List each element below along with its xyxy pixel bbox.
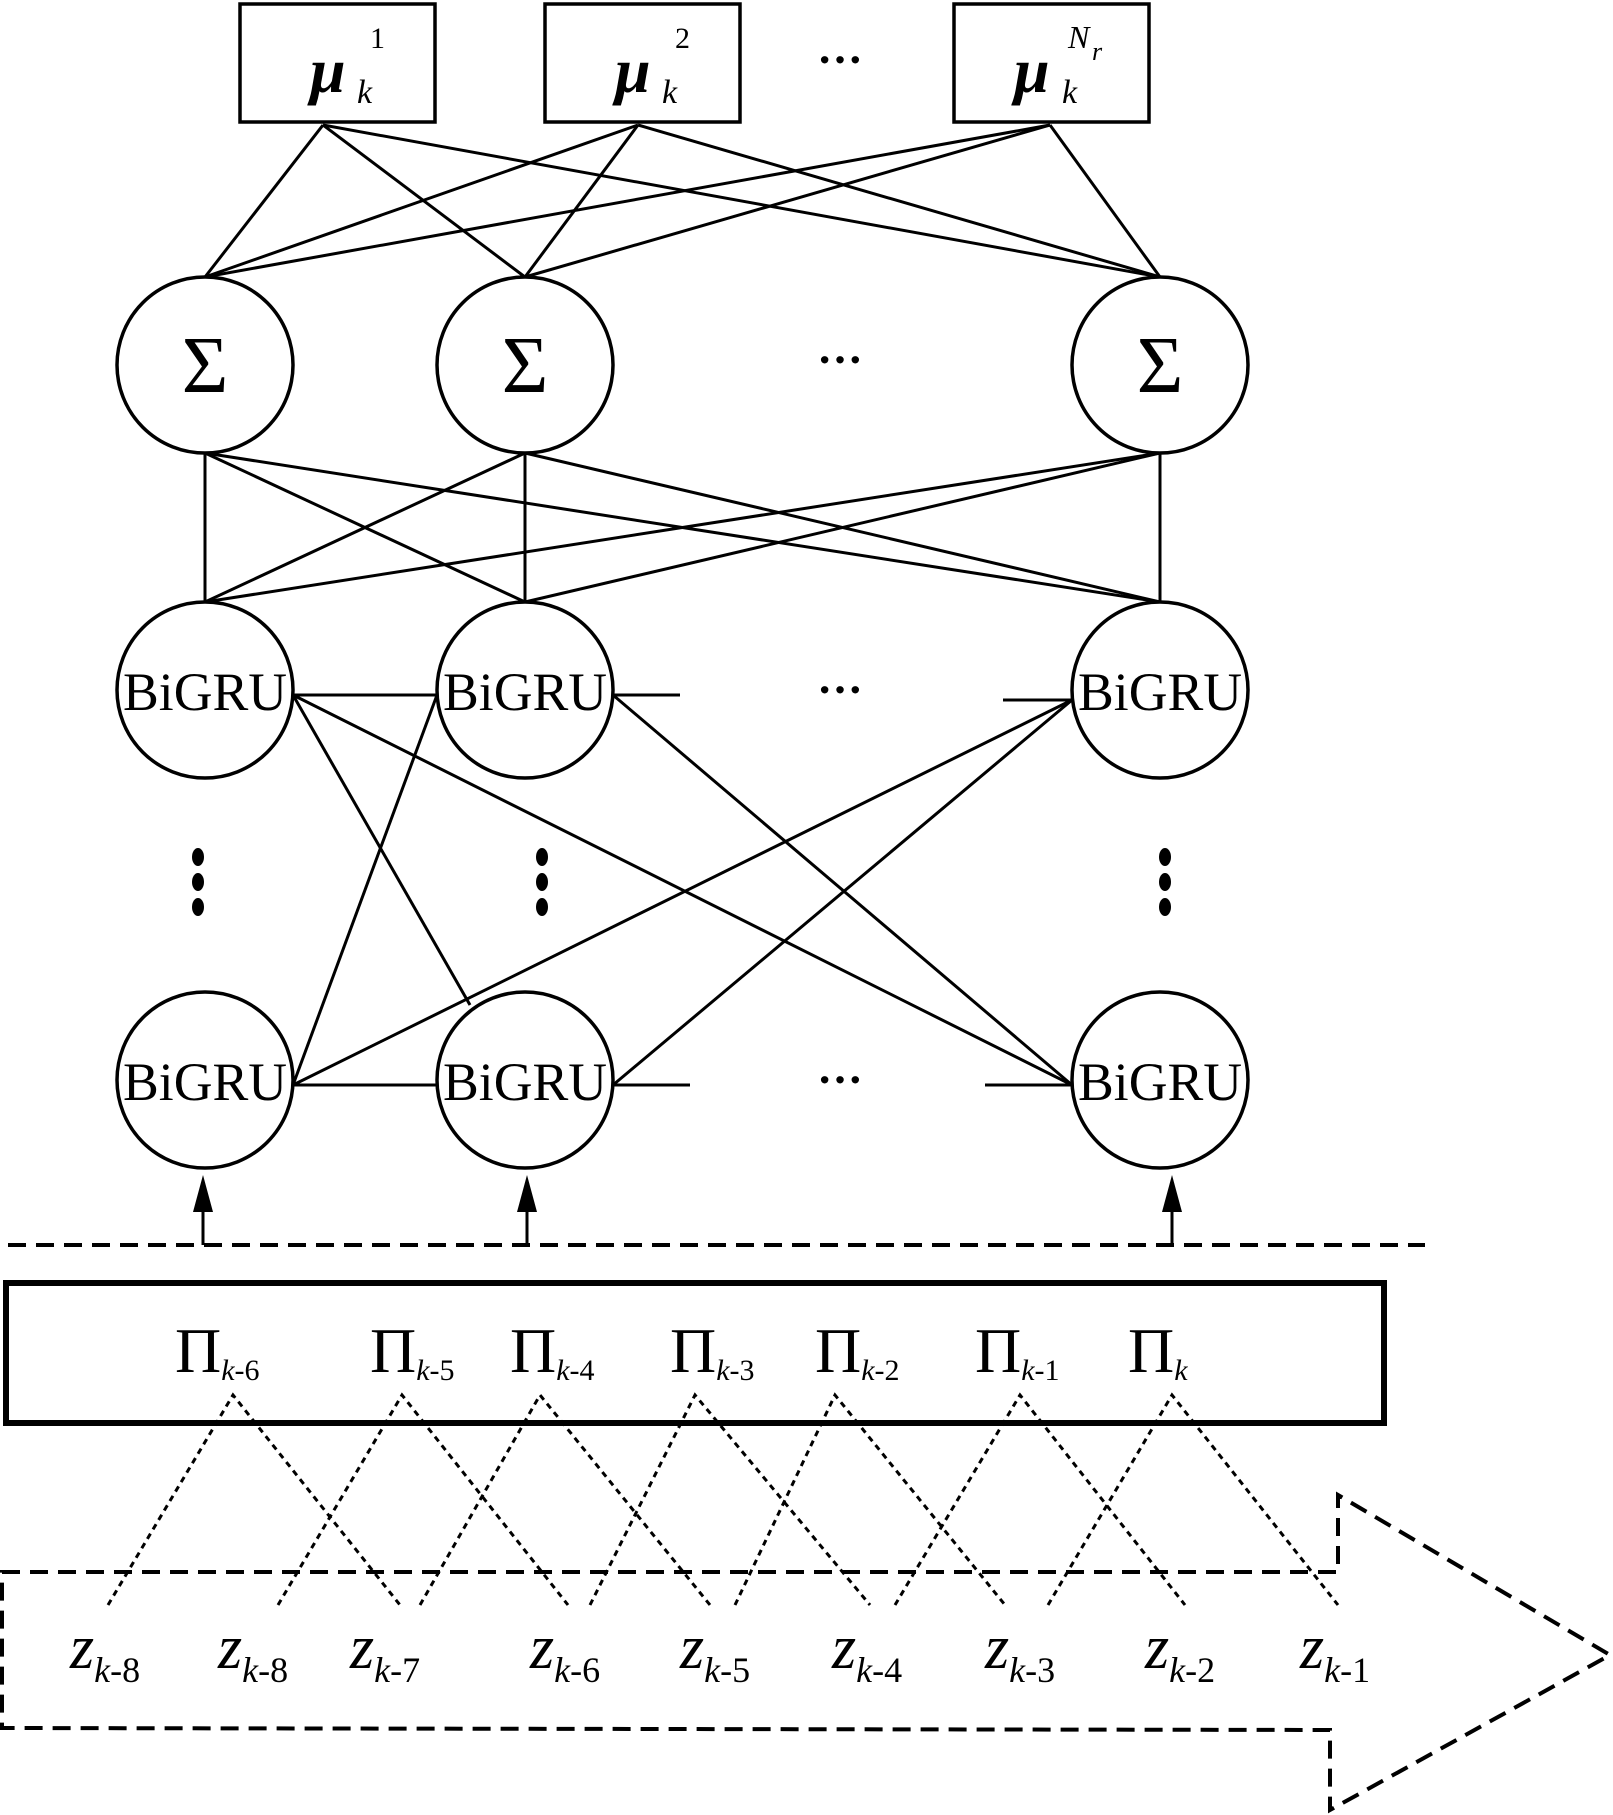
svg-text:Πk-3: Πk-3 [670, 1315, 755, 1387]
input-label: zk-4 [831, 1614, 902, 1690]
input-label: zk-5 [679, 1614, 750, 1690]
svg-text:zk-2: zk-2 [1144, 1614, 1215, 1690]
sigma-symbol: Σ [502, 322, 549, 410]
input-arrow-1 [193, 1175, 213, 1245]
sigma-symbol: Σ [182, 322, 229, 410]
membership-label: Πk-6 [175, 1315, 260, 1387]
svg-text:Πk-6: Πk-6 [175, 1315, 260, 1387]
bigru-bottom-n: BiGRU [1070, 990, 1250, 1170]
input-label: zk-3 [984, 1614, 1055, 1690]
svg-text:Πk-1: Πk-1 [975, 1315, 1060, 1387]
superscript: 2 [675, 22, 690, 55]
time-direction-arrow [0, 1491, 1613, 1814]
superscript: 1 [370, 22, 385, 55]
subscript: k [1062, 74, 1078, 111]
sigma-symbol: Σ [1137, 322, 1184, 410]
mu-symbol: μ [612, 35, 651, 106]
membership-triangle [1046, 1392, 1340, 1606]
bigru-cross-edges [291, 693, 1073, 1087]
mu-symbol: μ [307, 35, 346, 106]
bigru-label: BiGRU [1078, 1052, 1242, 1112]
svg-text:zk-5: zk-5 [679, 1614, 750, 1690]
input-label: zk-2 [1144, 1614, 1215, 1690]
svg-text:Πk-5: Πk-5 [370, 1315, 455, 1387]
membership-triangle [276, 1392, 570, 1606]
input-label: zk-7 [349, 1614, 420, 1690]
membership-label: Πk-2 [815, 1315, 900, 1387]
membership-label: Πk-1 [975, 1315, 1060, 1387]
superscript: N [1067, 19, 1091, 55]
input-label: zk-8 [217, 1614, 288, 1690]
sum-node-2: Σ [435, 275, 615, 455]
input-arrow-3 [1162, 1175, 1182, 1245]
svg-text:zk-7: zk-7 [349, 1614, 420, 1690]
membership-label: Πk-4 [510, 1315, 595, 1387]
bigru-top-horizontal-edges [293, 693, 1072, 702]
output-node-nr: μ k N r [952, 2, 1151, 124]
bigru-top-1: BiGRU [115, 600, 295, 780]
membership-triangle [418, 1392, 712, 1606]
svg-text:zk-8: zk-8 [69, 1614, 140, 1690]
membership-triangle [893, 1392, 1187, 1606]
svg-text:Πk-2: Πk-2 [815, 1315, 900, 1387]
sum-node-n: Σ [1070, 275, 1250, 455]
membership-label: Πk-3 [670, 1315, 755, 1387]
bigru-label: BiGRU [123, 1052, 287, 1112]
input-label: zk-6 [529, 1614, 600, 1690]
membership-box [3, 1280, 1387, 1426]
output-ellipsis: ··· [817, 34, 863, 85]
bigru-label: BiGRU [1078, 662, 1242, 722]
sum-ellipsis: ··· [817, 334, 863, 385]
bigru-top-ellipsis: ··· [817, 664, 863, 715]
svg-text:zk-6: zk-6 [529, 1614, 600, 1690]
svg-text:zk-8: zk-8 [217, 1614, 288, 1690]
svg-text:zk-3: zk-3 [984, 1614, 1055, 1690]
subscript: k [662, 74, 678, 111]
output-sum-edges [203, 123, 1162, 279]
mu-symbol: μ [1011, 35, 1050, 106]
bigru-label: BiGRU [443, 1052, 607, 1112]
membership-label: Πk [1128, 1315, 1188, 1387]
svg-text:zk-1: zk-1 [1299, 1614, 1370, 1690]
output-node-2: μ k 2 [543, 2, 742, 124]
input-label: zk-1 [1299, 1614, 1370, 1690]
svg-text:Πk-4: Πk-4 [510, 1315, 595, 1387]
membership-labels: Πk-6 Πk-5 Πk-4 Πk-3 Πk-2 Πk-1 Πk [175, 1315, 1188, 1387]
membership-triangles [106, 1392, 1340, 1606]
bigru-top-2: BiGRU [435, 600, 615, 780]
membership-triangle [733, 1392, 1007, 1606]
membership-triangle [106, 1392, 402, 1606]
svg-text:Πk: Πk [1128, 1315, 1188, 1387]
bigru-label: BiGRU [123, 662, 287, 722]
bigru-top-n: BiGRU [1070, 600, 1250, 780]
sum-node-1: Σ [115, 275, 295, 455]
subscript: k [357, 74, 373, 111]
membership-triangle [588, 1392, 872, 1606]
bigru-label: BiGRU [443, 662, 607, 722]
membership-label: Πk-5 [370, 1315, 455, 1387]
sum-bigru-edges [203, 451, 1162, 604]
bigru-bottom-ellipsis: ··· [817, 1054, 863, 1105]
vertical-ellipsis-1 [192, 848, 204, 916]
input-arrow-2 [517, 1175, 537, 1245]
bigru-bottom-1: BiGRU [115, 990, 295, 1170]
output-node-1: μ k 1 [238, 2, 437, 124]
input-labels: zk-8 zk-8 zk-7 zk-6 zk-5 zk-4 zk-3 zk-2 zk-1 [69, 1614, 1370, 1690]
input-label: zk-8 [69, 1614, 140, 1690]
superscript-subscript: r [1092, 37, 1103, 66]
vertical-ellipsis-3 [1159, 848, 1171, 916]
svg-text:zk-4: zk-4 [831, 1614, 902, 1690]
bigru-bottom-2: BiGRU [435, 990, 615, 1170]
vertical-ellipsis-2 [536, 848, 548, 916]
